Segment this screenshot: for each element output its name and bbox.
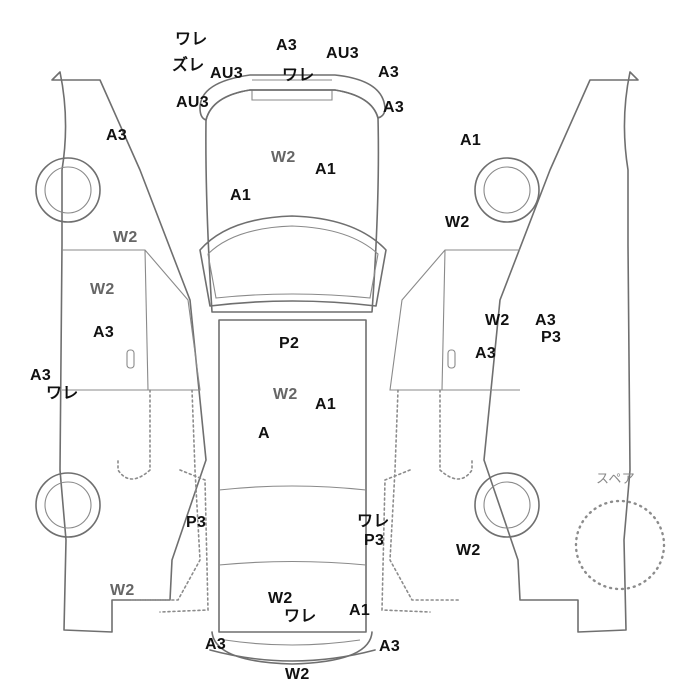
hood-outline — [205, 89, 380, 313]
left-front-wheel-hub — [44, 166, 92, 214]
mark-front-top-au3-right: AU3 — [326, 45, 359, 62]
mark-right-door-w2: W2 — [485, 312, 510, 329]
mark-front-top-a3-center: A3 — [276, 37, 298, 54]
windshield — [199, 215, 387, 307]
windshield-inner — [207, 225, 379, 299]
right-rear-wheel-hub — [483, 481, 531, 529]
mark-trunk-a1: A1 — [349, 602, 371, 619]
roof-rear-line — [218, 485, 367, 566]
mark-front-top-au3-left: AU3 — [210, 65, 243, 82]
left-rear-quarter-dotted — [159, 469, 209, 613]
left-rear-wheel-hub — [44, 481, 92, 529]
mark-left-front-door-w2: W2 — [90, 281, 115, 298]
mark-left-front-door-a3: A3 — [93, 324, 115, 341]
front-bumper-grille — [251, 79, 333, 101]
right-door-handle — [447, 349, 456, 369]
right-rear-door-dotted — [389, 389, 473, 601]
mark-roof-w2: W2 — [273, 386, 298, 403]
mark-left-rocker-warei: ワレ — [46, 385, 79, 402]
left-rear-wheel — [35, 472, 101, 538]
mark-left-fender-a3: A3 — [106, 127, 128, 144]
left-rear-door-dotted — [117, 389, 201, 601]
mark-right-fender-a1: A1 — [460, 132, 482, 149]
right-front-wheel — [474, 157, 540, 223]
mark-roof-a: A — [258, 425, 270, 442]
mark-front-top-a3-right: A3 — [378, 64, 400, 81]
right-rear-quarter-dotted — [381, 469, 431, 613]
left-door-line — [62, 249, 201, 391]
left-door-handle — [126, 349, 135, 369]
mark-right-rear-p3: P3 — [364, 532, 385, 549]
rear-bumper — [211, 631, 373, 665]
right-front-wheel-hub — [483, 166, 531, 214]
mark-left-rear-p3: P3 — [186, 514, 207, 531]
mark-front-top-warei-center: ワレ — [282, 67, 315, 84]
mark-left-front-door-w2-upper: W2 — [113, 229, 138, 246]
mark-right-rear-w2: W2 — [456, 542, 481, 559]
mark-front-top-left-zure: ズレ — [172, 57, 205, 74]
left-side-outline — [51, 71, 207, 633]
mark-trunk-w2: W2 — [268, 590, 293, 607]
mark-roof-a1: A1 — [315, 396, 337, 413]
mark-right-door-a3-lower: A3 — [475, 345, 497, 362]
mark-left-rocker-a3: A3 — [30, 367, 52, 384]
left-front-wheel — [35, 157, 101, 223]
car-left-side — [35, 71, 209, 633]
mark-hood-a1-right: A1 — [315, 161, 337, 178]
mark-right-rear-warei: ワレ — [357, 513, 390, 530]
spare-tire-icon — [574, 499, 666, 591]
cabin-outline — [218, 319, 367, 633]
spare-tire-label: スペア — [596, 471, 635, 486]
rear-bumper-lower — [209, 649, 376, 662]
mark-right-door-p3: P3 — [541, 329, 562, 346]
mark-rear-bumper-a3-left: A3 — [205, 636, 227, 653]
mark-front-top-left-warei: ワレ — [175, 31, 208, 48]
mark-right-fender-w2: W2 — [445, 214, 470, 231]
car-right-side — [381, 71, 639, 633]
car-top-view — [199, 74, 387, 665]
mark-rear-bumper-a3-right: A3 — [379, 638, 401, 655]
right-side-outline — [483, 71, 639, 633]
mark-left-quarter-w2: W2 — [110, 582, 135, 599]
right-rear-wheel — [474, 472, 540, 538]
mark-roof-p2: P2 — [279, 335, 300, 352]
mark-trunk-warei: ワレ — [284, 608, 317, 625]
mark-front-top-au3-far-left: AU3 — [176, 94, 209, 111]
mark-right-door-a3-upper: A3 — [535, 312, 557, 329]
mark-rear-bumper-w2: W2 — [285, 666, 310, 683]
mark-hood-a1-left: A1 — [230, 187, 252, 204]
mark-hood-w2: W2 — [271, 149, 296, 166]
right-door-line — [389, 249, 520, 391]
mark-front-top-a3-right-lower: A3 — [383, 99, 405, 116]
rear-bumper-inner — [224, 639, 361, 646]
